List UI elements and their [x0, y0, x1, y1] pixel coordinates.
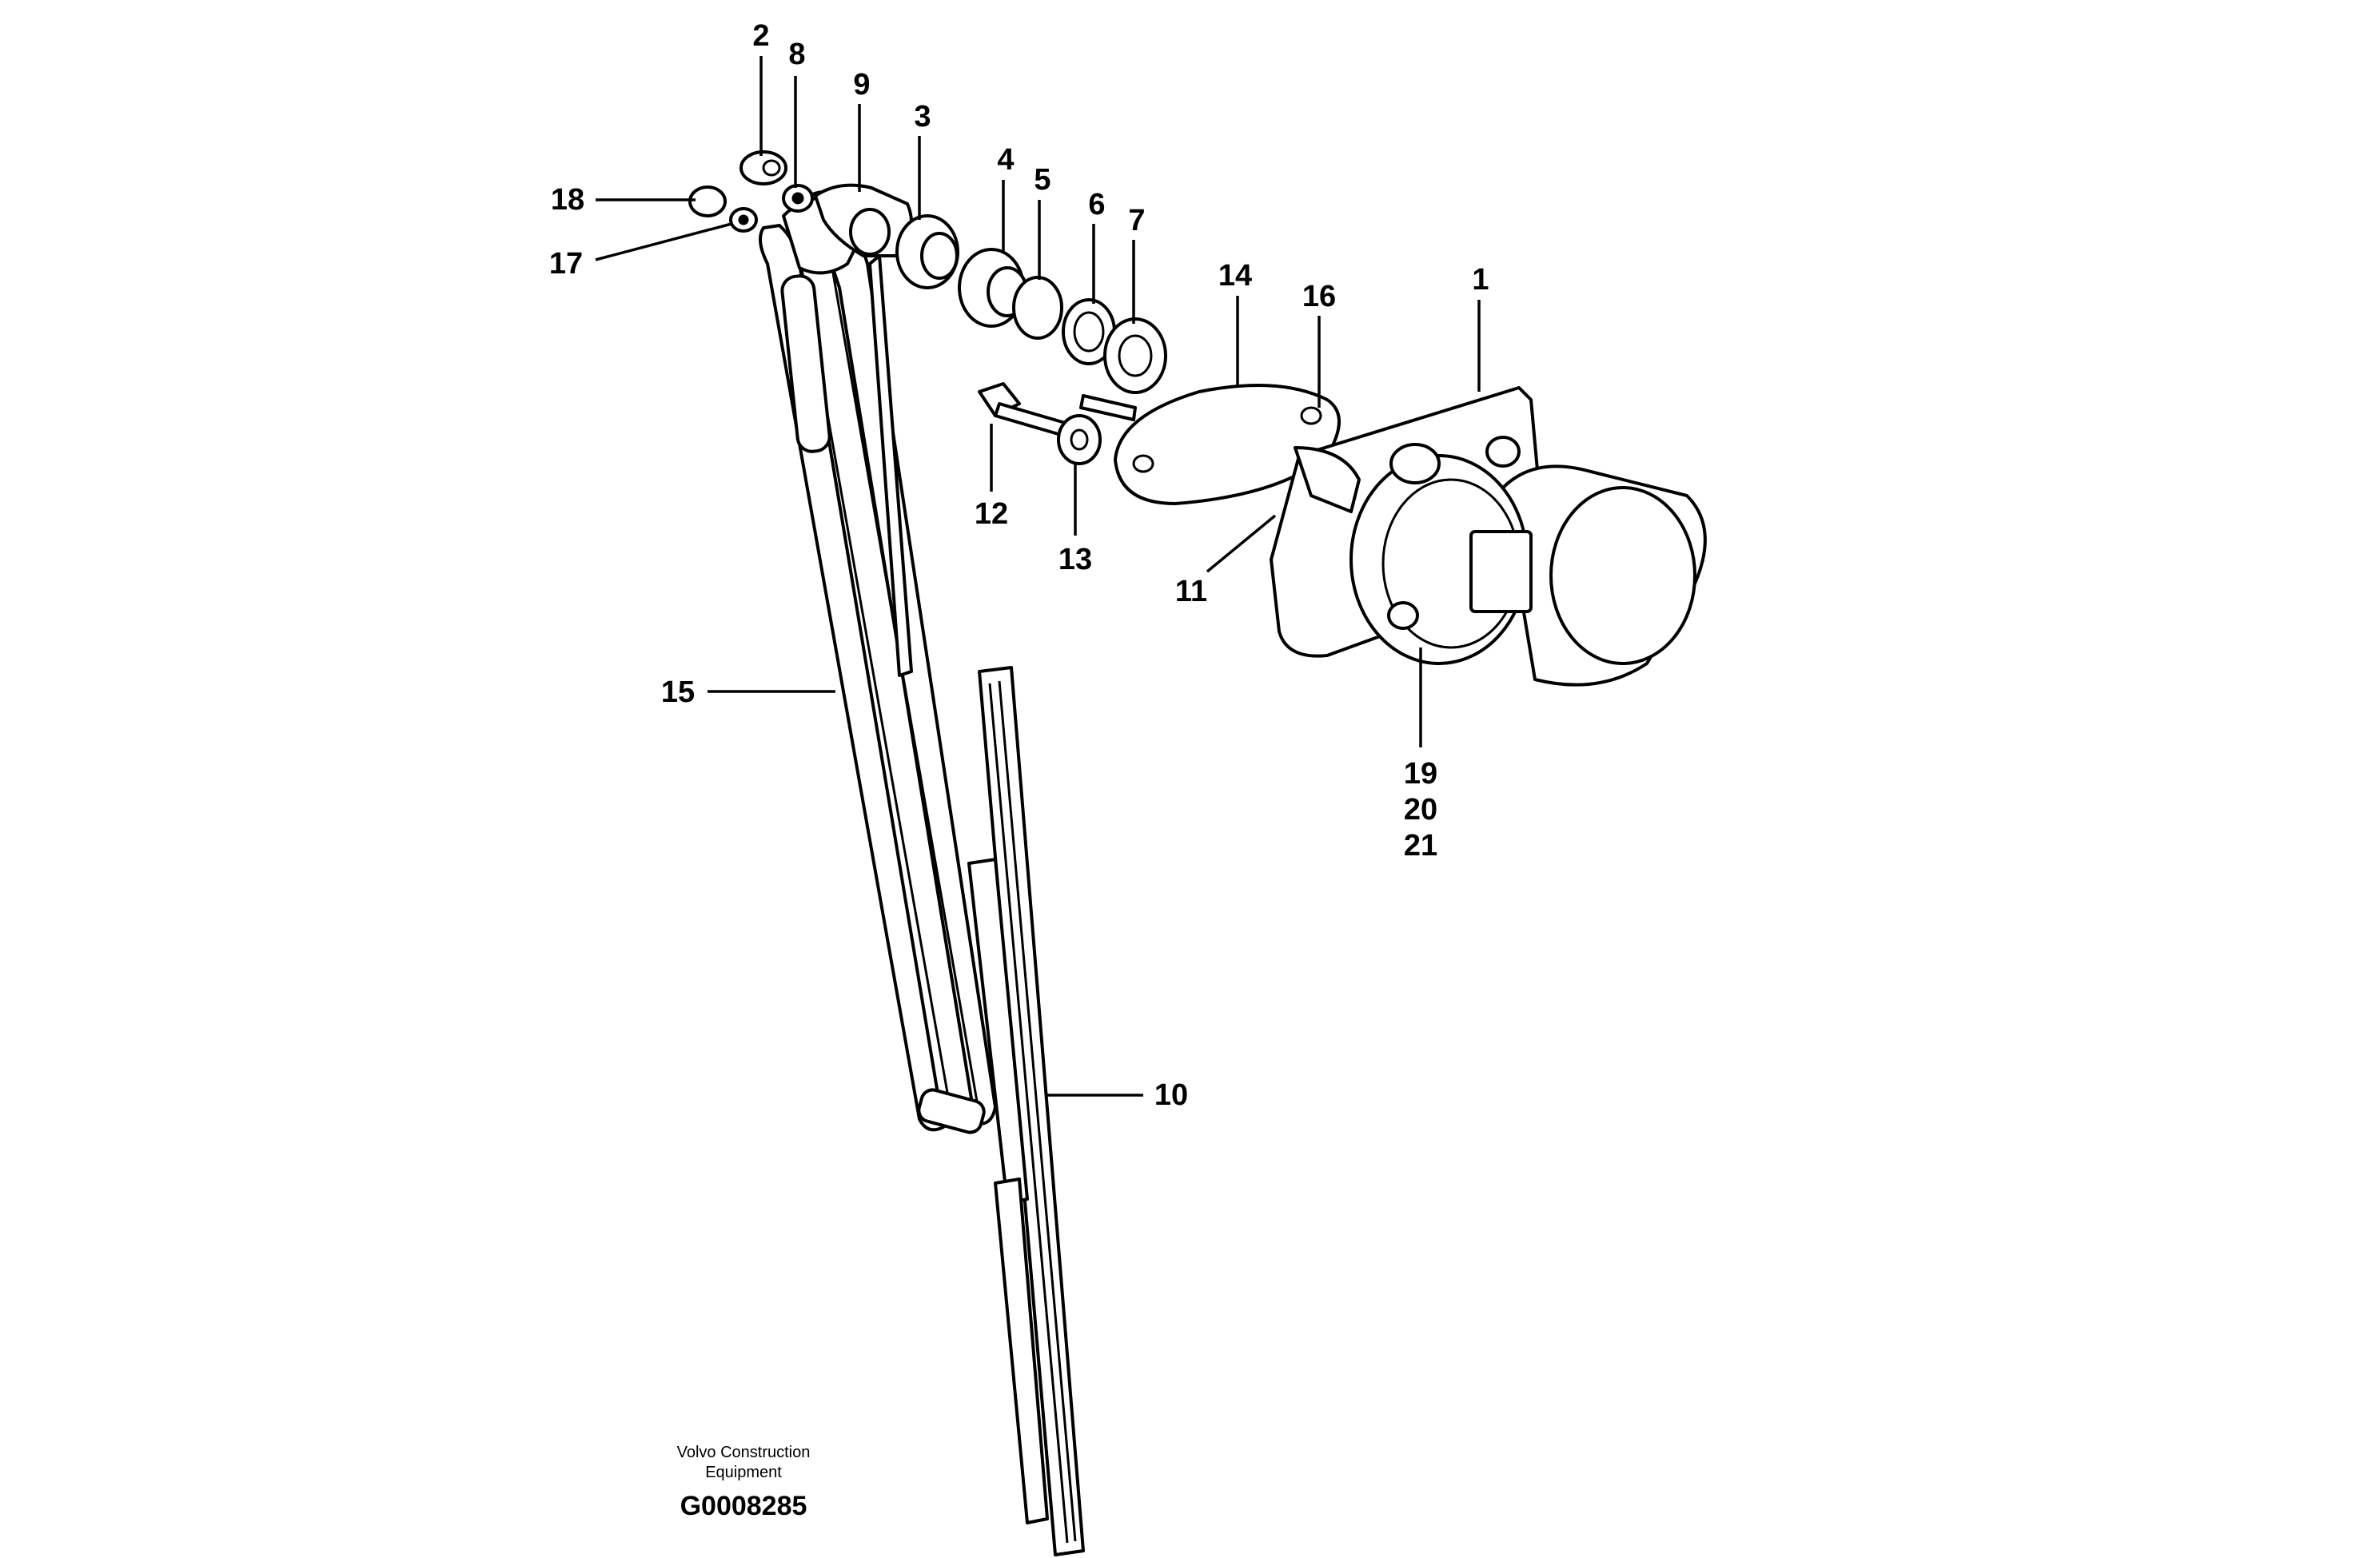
callout-10: 10: [1154, 1078, 1188, 1112]
bolt-and-washer: [978, 382, 1137, 465]
callout-16: 16: [1302, 280, 1336, 313]
drawing-footer: Volvo Construction Equipment G0008285: [677, 1444, 811, 1521]
callout-8: 8: [788, 38, 805, 71]
callout-1: 1: [1472, 263, 1489, 297]
callout-4: 4: [997, 143, 1014, 177]
callout-6: 6: [1088, 188, 1105, 221]
callout-2: 2: [752, 19, 769, 53]
callout-labels: 2 8 9 3 4 5 6 7 14 16 1 18 17 12 13 11 1…: [549, 19, 1489, 1112]
callout-11: 11: [1175, 575, 1207, 608]
company-name-line2: Equipment: [705, 1464, 782, 1481]
callout-14: 14: [1218, 259, 1252, 293]
callout-13: 13: [1058, 543, 1092, 576]
callout-15: 15: [661, 675, 695, 709]
callout-5: 5: [1034, 163, 1050, 197]
callout-21: 21: [1404, 829, 1437, 863]
callout-12: 12: [975, 497, 1008, 531]
callout-19: 19: [1404, 757, 1437, 791]
callout-9: 9: [853, 68, 870, 102]
company-name-line1: Volvo Construction: [677, 1444, 811, 1461]
callout-20: 20: [1404, 793, 1437, 827]
mounting-plate: [1114, 384, 1341, 505]
callout-7: 7: [1128, 204, 1145, 237]
fasteners-top-left: [688, 150, 814, 233]
wiper-blade: [967, 666, 1085, 1556]
drawing-code: G0008285: [680, 1491, 807, 1521]
wiper-arm: [759, 183, 997, 1134]
leader-lines: [595, 56, 1481, 1097]
callout-3: 3: [914, 100, 931, 133]
shaft-parts: [895, 214, 1167, 394]
wiper-motor: [1270, 386, 1707, 687]
callout-18: 18: [551, 183, 584, 217]
callout-17: 17: [549, 247, 583, 281]
